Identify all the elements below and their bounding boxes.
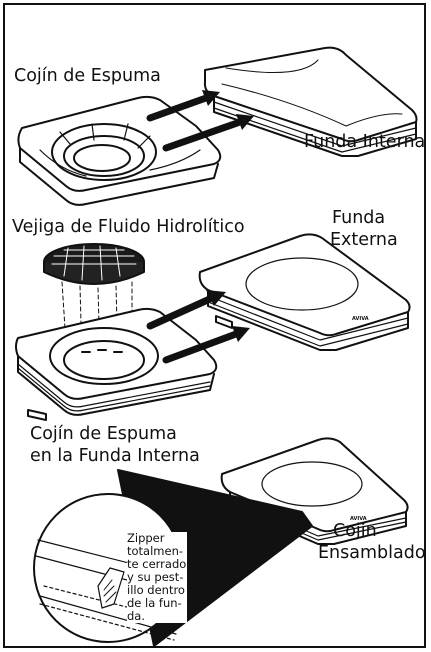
outer-cover-illustration [198,233,411,351]
foam-in-inner-cover-illustration [15,307,218,421]
label-outer-cover-line2: Externa [330,230,398,250]
label-fluid-bladder: Vejiga de Fluido Hidrolítico [12,217,245,237]
zipper-note-line: y su pest- [127,570,184,584]
brand-mark-assembled: AVIVA [350,516,367,522]
foam-cushion-illustration [17,95,222,206]
label-foam-in-cover-line2: en la Funda Interna [30,446,200,466]
label-foam-cushion: Cojín de Espuma [14,66,161,86]
label-assembled-line2: Ensamblado [318,543,426,563]
zipper-note: Zipper totalmen- te cerrado y su pest- i… [127,532,187,623]
brand-mark-outer-cover: AVIVA [352,316,369,322]
zipper-note-line: illo dentro [127,583,185,597]
fluid-bladder-illustration [43,243,145,285]
zipper-note-line: da. [127,609,146,623]
label-outer-cover-line1: Funda [332,208,386,228]
assembled-cushion-illustration [220,437,409,545]
label-assembled-line1: Cojín [333,521,377,541]
zipper-note-line: de la fun- [127,596,182,610]
zipper-note-line: te cerrado [127,557,187,571]
label-inner-cover: Funda Interna [304,132,426,152]
zipper-note-line: totalmen- [127,544,184,558]
zipper-note-line: Zipper [127,531,165,545]
label-foam-in-cover-line1: Cojín de Espuma [30,424,177,444]
